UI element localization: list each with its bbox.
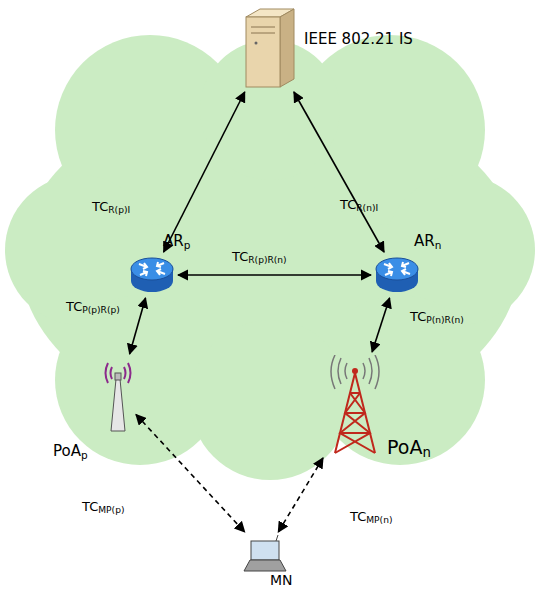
node-label: IEEE 802.21 IS bbox=[304, 31, 413, 48]
link-arrow bbox=[178, 274, 371, 276]
node-label: ARp bbox=[163, 233, 190, 251]
link-arrow bbox=[164, 92, 245, 252]
node-label: MN bbox=[270, 573, 293, 588]
link-label: TCMP(p) bbox=[82, 500, 124, 515]
node-label: PoAp bbox=[53, 443, 88, 461]
link-label: TCP(p)R(p) bbox=[66, 300, 120, 315]
server-icon bbox=[238, 3, 298, 89]
link-label: TCP(n)R(n) bbox=[410, 310, 464, 325]
link-arrow bbox=[136, 414, 245, 532]
server-node: IEEE 802.21 IS bbox=[238, 3, 298, 89]
router-icon bbox=[374, 255, 420, 295]
link-arrow bbox=[372, 298, 389, 352]
link-label: TCMP(n) bbox=[350, 510, 392, 525]
router-node: ARp bbox=[129, 255, 175, 295]
tower-icon bbox=[325, 355, 385, 455]
laptop-node: MN bbox=[240, 535, 290, 573]
node-label: ARn bbox=[414, 233, 441, 251]
router-icon bbox=[129, 255, 175, 295]
node-label: PoAn bbox=[387, 437, 431, 461]
laptop-icon bbox=[240, 535, 290, 573]
antenna-node: PoAp bbox=[103, 357, 133, 433]
link-label: TCR(p)I bbox=[92, 200, 130, 215]
antenna-icon bbox=[103, 357, 133, 433]
link-arrow bbox=[294, 92, 384, 252]
router-node: ARn bbox=[374, 255, 420, 295]
tower-node: PoAn bbox=[325, 355, 385, 455]
link-label: TCR(p)R(n) bbox=[232, 250, 287, 265]
link-arrow bbox=[130, 298, 146, 354]
link-arrow bbox=[278, 458, 323, 532]
link-label: TCR(n)I bbox=[340, 198, 378, 213]
